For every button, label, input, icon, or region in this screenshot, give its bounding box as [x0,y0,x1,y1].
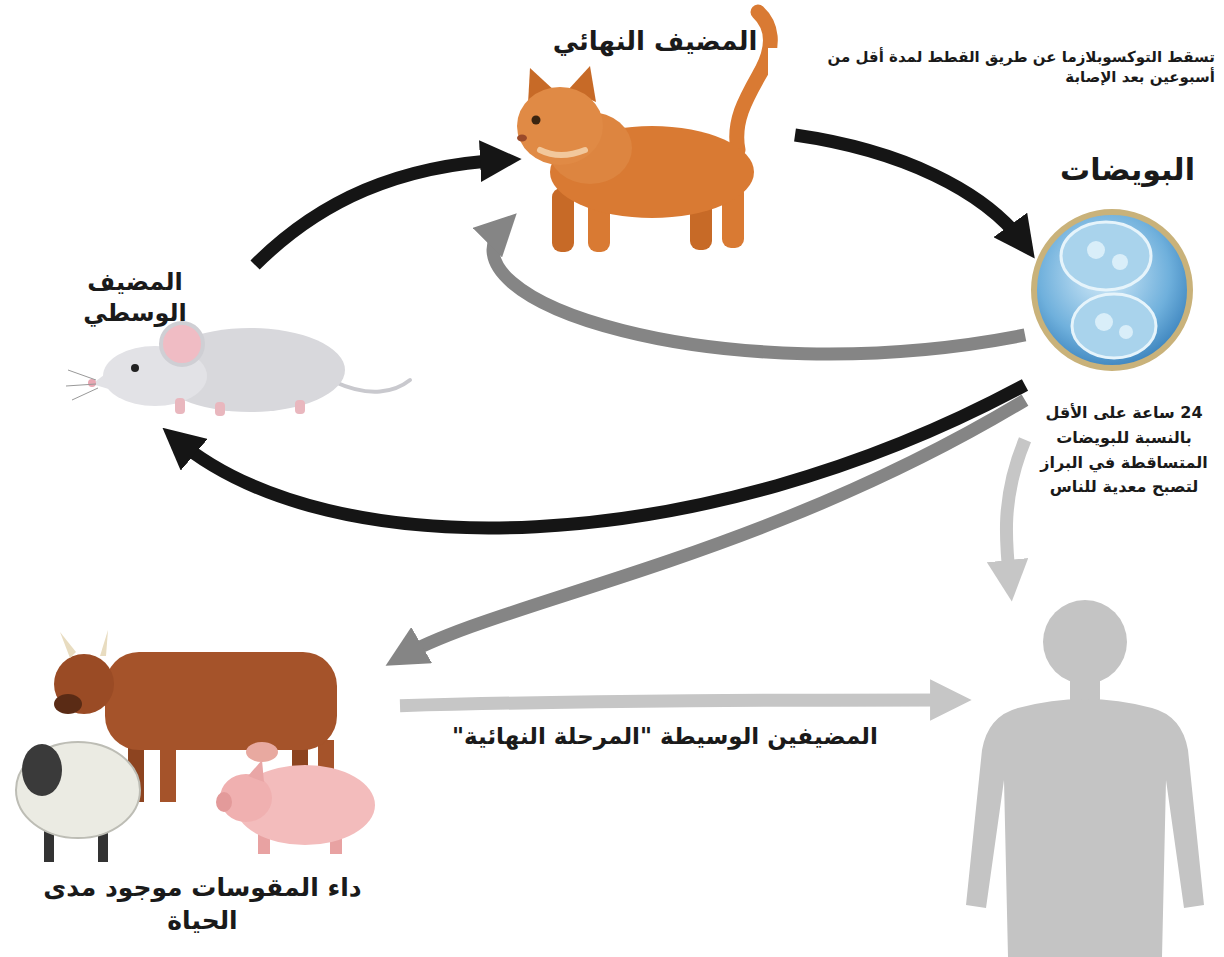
mouse-figure [215,402,225,416]
livestock-figures [16,742,140,838]
cat-figure [540,150,585,155]
edge-label: المضيفين الوسيطة "المرحلة النهائية" [415,722,915,752]
cat-figure [517,135,527,142]
livestock-figures [16,630,375,862]
mouse-figure [295,400,305,414]
livestock-figures [248,760,264,782]
mouse-figure [66,384,96,386]
mouse-figure [161,323,203,365]
livestock-figures [100,630,108,656]
livestock-figures [216,792,232,812]
edge-label-holder: تسقط التوكسوبلازما عن طريق القطط لمدة أق… [768,48,1215,87]
cat-figure [517,87,603,165]
cycle-arrow [1006,440,1025,585]
cat-figure [532,116,541,125]
oocyst-figure [1119,325,1133,339]
node-label: المضيف الوسطي [35,267,235,329]
edge-label-holder: المضيفين الوسيطة "المرحلة النهائية" [415,722,915,752]
mouse-figure [72,388,98,400]
mouse-figure [88,379,96,387]
node-label: 24 ساعة على الأقل بالنسبة للبويضات المتس… [1033,401,1215,500]
oocyst-figure [1034,212,1190,368]
definitive-host: المضيف النهائي [505,25,795,260]
livestock-figures [54,694,82,714]
node-label: داء المقوسات موجود مدى الحياة [5,872,400,937]
oocyst-figure [1095,313,1113,331]
cycle-arrow [255,160,505,265]
node-label: البويضات [1035,150,1220,189]
human-silhouette [966,600,1204,957]
livestock-figures [54,654,114,714]
human-silhouette [1043,600,1127,684]
livestock-figures [22,744,62,796]
livestock-figures [246,742,278,762]
cycle-arrow [400,700,955,706]
livestock-hosts: داء المقوسات موجود مدى الحياة [5,620,400,941]
cycle-arrow [400,400,1025,657]
human-silhouette [966,699,1204,957]
oocyst-figure [1034,212,1190,368]
cycle-arrow [175,385,1025,528]
oocyst-figure [1112,254,1128,270]
mouse-figure [175,398,185,414]
livestock-figures [105,652,337,750]
cycle-arrow [795,135,1025,245]
cycle-arrow [493,225,1025,354]
node-label: المضيف النهائي [535,25,775,59]
mouse-figure [68,370,96,380]
livestock-figures [60,632,76,658]
edge-label: تسقط التوكسوبلازما عن طريق القطط لمدة أق… [768,48,1215,87]
mouse-figure [66,323,410,416]
mouse-figure [335,380,410,392]
oocyst-figure [1072,294,1156,358]
intermediate-host: المضيف الوسطي [25,265,415,420]
oocyst-figure [1061,222,1151,290]
human-host [955,585,1220,957]
oocyst-figure [1087,241,1105,259]
mouse-figure [131,364,139,372]
oocyst-stage: البويضات 24 ساعة على الأقل بالنسبة للبويض… [1025,150,1220,560]
